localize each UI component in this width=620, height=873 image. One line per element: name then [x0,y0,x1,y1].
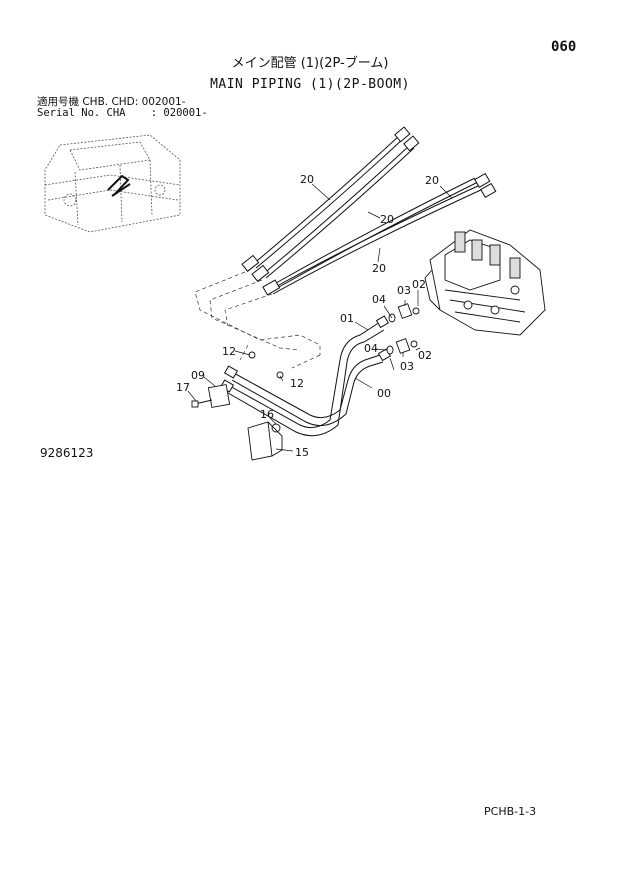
callout-04-b: 04 [364,342,378,355]
callout-12-a: 12 [222,345,236,358]
hose-20-a [251,134,415,279]
callout-02-a: 02 [412,278,426,291]
callout-03-a: 03 [397,284,411,297]
page-code: PCHB-1-3 [484,805,537,818]
hose-20-a-fittings [241,126,420,282]
callouts: 20 20 20 20 01 04 03 02 04 03 02 00 12 1… [176,173,439,459]
hose-20-b-fittings [262,172,497,296]
callout-16: 16 [260,408,274,421]
pipe-00-01 [227,321,385,437]
pipe-fittings [219,315,392,393]
callout-09: 09 [191,369,205,382]
serial-line-1: 適用号機 CHB. CHD: 002001- [37,96,186,108]
flange-parts [386,303,420,355]
machine-thumbnail [44,134,181,233]
leader-lines [187,183,453,452]
callout-02-b: 02 [418,349,432,362]
hose-20-b [269,177,484,295]
callout-20-c: 20 [425,174,439,187]
small-parts [191,351,284,461]
dashed-guides [194,271,321,369]
serial-line-2: Serial No. CHA : 020001- [37,107,208,119]
callout-15: 15 [295,446,309,459]
drawing-number: 9286123 [40,446,94,460]
page-number: 060 [551,39,577,55]
callout-00: 00 [377,387,391,400]
callout-20-b: 20 [380,213,394,226]
callout-12-b: 12 [290,377,304,390]
callout-03-b: 03 [400,360,414,373]
thumbnail-highlight [107,174,131,197]
page-title-en: MAIN PIPING (1)(2P-BOOM) [210,77,410,92]
page-title-jp: メイン配管 (1)(2P-ブーム) [231,56,389,71]
callout-17: 17 [176,381,190,394]
callout-04-a: 04 [372,293,386,306]
control-valve [424,229,546,336]
callout-20-a: 20 [300,173,314,186]
callout-20-d: 20 [372,262,386,275]
callout-01: 01 [340,312,354,325]
